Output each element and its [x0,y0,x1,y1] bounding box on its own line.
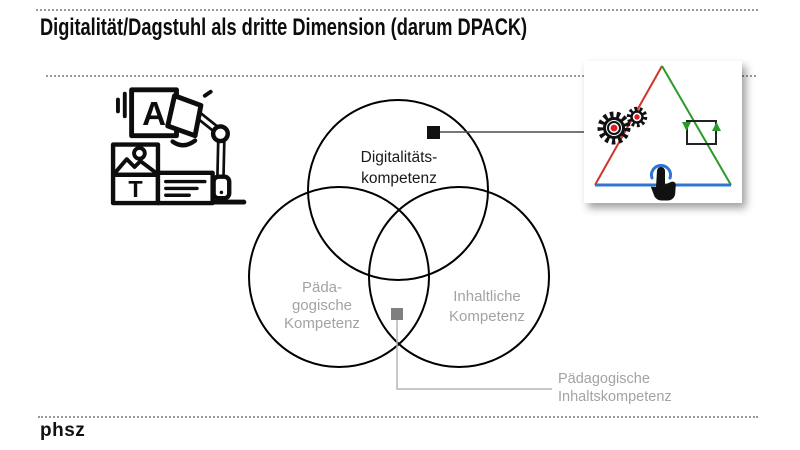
slide-title: Digitalität/Dagstuhl als dritte Dimensio… [40,14,528,41]
card-letter-a: A [142,96,166,133]
header-divider [46,75,756,77]
marker-paedagogische-inhaltskompetenz [391,308,403,320]
gripper-icon [165,93,204,139]
card-text-lines [155,170,215,206]
card-letter-t: T [128,176,143,202]
arm-joint [210,124,230,144]
ai-robot-arm-icon: A T [110,87,247,206]
venn-label-inhalt: Inhaltliche Kompetenz [449,288,525,325]
phsz-logo: phsz [40,420,86,441]
touch-hand-icon [650,164,676,201]
cycle-arrows-icon [682,120,721,145]
top-divider [36,9,758,11]
bottom-divider [38,416,758,418]
marker-digitalitaet [427,126,440,139]
connector-pik-annotation [396,320,552,390]
annotation-paedagogische-inhaltskompetenz: Pädagogische Inhaltskompetenz [558,371,672,405]
dagstuhl-triangle [594,65,732,201]
dagstuhl-triangle-image [584,61,742,203]
venn-circle-inhalt [368,186,550,368]
venn-label-digitalitaet: Digitalitäts- kompetenz [360,149,438,187]
gears-icon [597,106,648,145]
venn-label-paedagogik: Päda- gogische Kompetenz [284,279,360,332]
triangle-side-sociocultural [661,65,732,186]
venn-circle-digitalitaet [307,99,489,281]
venn-circle-paedagogik [248,186,430,368]
